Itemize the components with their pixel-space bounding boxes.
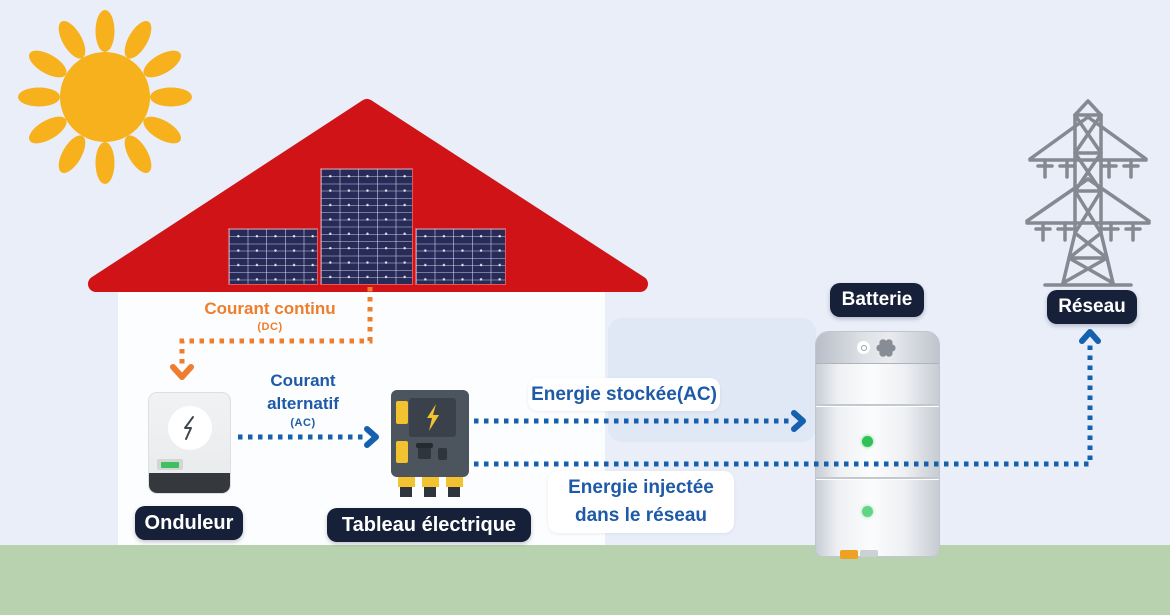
inverter-device <box>148 392 231 494</box>
injected-energy-label-line1: Energie injectée <box>568 477 714 499</box>
lightning-bolt-icon <box>409 398 456 437</box>
battery-device <box>815 331 940 559</box>
dc-flow-unit: (DC) <box>257 321 283 333</box>
injected-energy-card: Energie injectée dans le réseau <box>548 471 734 533</box>
gear-icon <box>876 338 896 357</box>
ac-flow-label-line2: alternatif <box>267 394 339 413</box>
grid-label: Réseau <box>1047 290 1137 324</box>
electrical-board-device <box>391 390 469 497</box>
board-leg <box>398 477 415 487</box>
battery-led <box>862 506 873 517</box>
battery-label: Batterie <box>830 283 924 317</box>
board-fuse <box>396 401 408 424</box>
power-icon <box>857 341 870 354</box>
inverter-led-display <box>157 459 183 470</box>
ac-flow-unit: (AC) <box>290 417 316 429</box>
board-leg <box>422 477 439 487</box>
board-switch <box>416 443 433 459</box>
sun-icon <box>18 10 192 184</box>
board-foot <box>448 487 460 497</box>
electrical-board-label: Tableau électrique <box>327 508 531 542</box>
ac-flow-label-line1: Courant <box>270 371 336 390</box>
board-leg <box>446 477 463 487</box>
board-foot <box>400 487 412 497</box>
battery-led <box>862 436 873 447</box>
injected-energy-label-line2: dans le réseau <box>574 505 708 526</box>
inverter-label: Onduleur <box>135 506 243 540</box>
battery-section-divider <box>816 404 939 407</box>
transmission-tower-icon <box>1025 99 1151 287</box>
solar-panel-icon <box>228 228 318 285</box>
board-foot <box>424 487 436 497</box>
battery-connector <box>860 550 878 557</box>
battery-section-divider <box>816 477 939 480</box>
battery-cap <box>816 332 939 364</box>
battery-connector <box>840 550 858 559</box>
lightning-bolt-icon <box>168 406 212 450</box>
dc-flow-label: Courant continu <box>204 299 336 318</box>
stored-energy-card: Energie stockée(AC) <box>528 378 720 411</box>
solar-panel-icon <box>320 168 413 285</box>
inverter-base <box>149 473 230 493</box>
stored-energy-label: Energie stockée(AC) <box>531 383 717 405</box>
solar-panel-icon <box>415 228 506 285</box>
board-fuse <box>396 441 408 463</box>
board-switch <box>438 448 447 460</box>
ground <box>0 545 1170 615</box>
